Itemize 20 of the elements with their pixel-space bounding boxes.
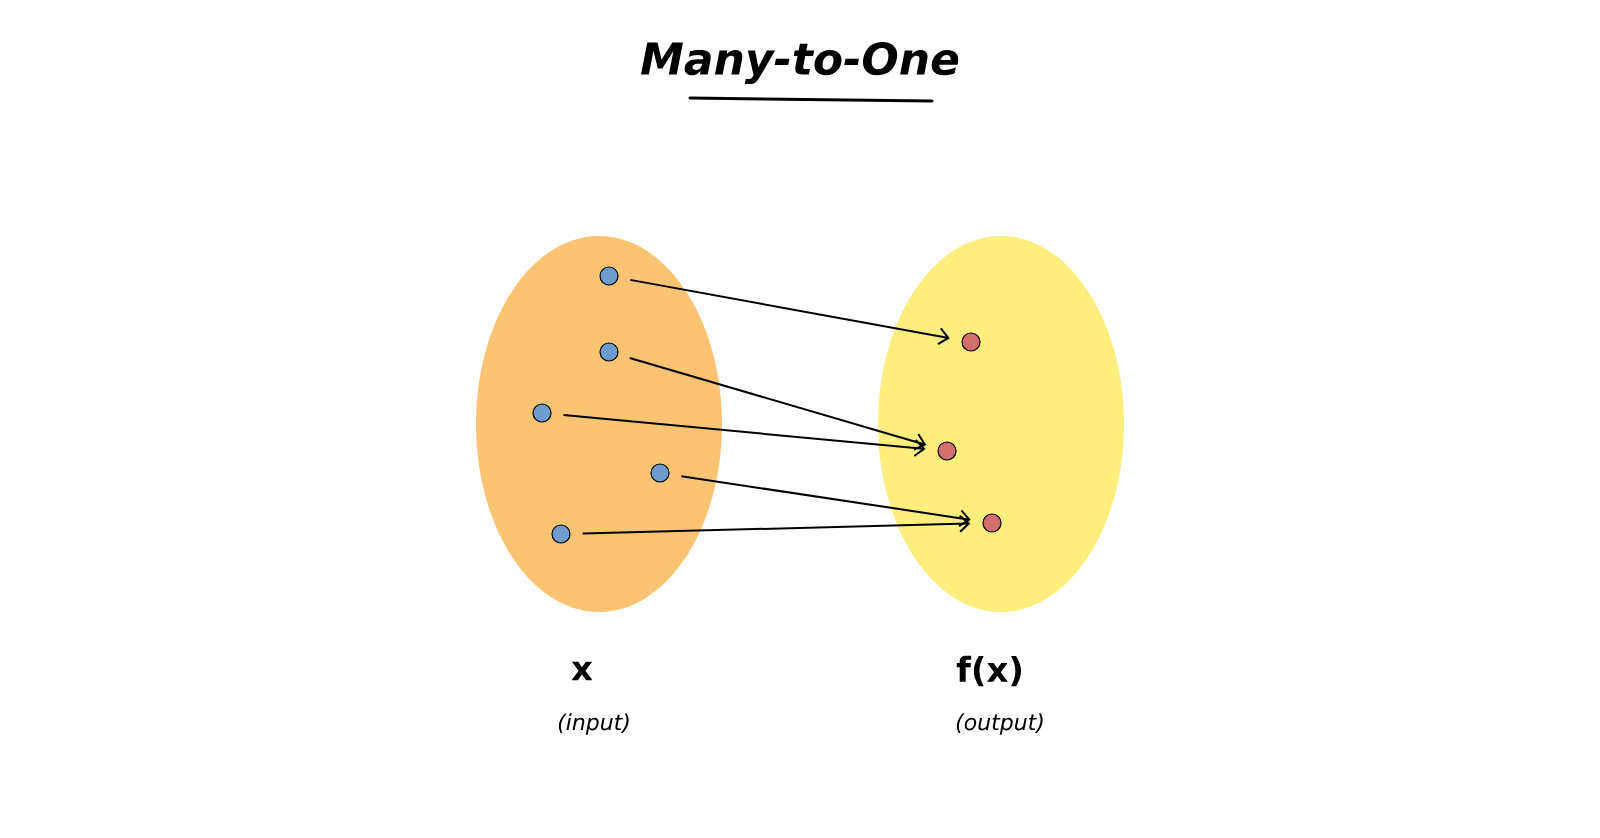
point-dot <box>599 266 619 286</box>
set-caption: (output) <box>956 713 1043 735</box>
arrow <box>629 278 950 346</box>
point-dot <box>551 524 571 544</box>
set-caption: (input) <box>558 713 629 735</box>
set-ellipse <box>476 236 722 612</box>
point-dot <box>532 403 552 423</box>
arrow <box>562 414 926 457</box>
point-dot <box>961 332 981 352</box>
arrow <box>680 475 971 528</box>
set-ellipse <box>878 236 1124 612</box>
point-dot <box>937 441 957 461</box>
title: Many-to-One <box>641 41 959 85</box>
point-dot <box>599 342 619 362</box>
arrow <box>581 514 971 535</box>
arrow <box>628 357 927 451</box>
set-label: x <box>571 661 593 681</box>
set-label: f(x) <box>956 655 1021 687</box>
point-dot <box>982 513 1002 533</box>
point-dot <box>650 463 670 483</box>
